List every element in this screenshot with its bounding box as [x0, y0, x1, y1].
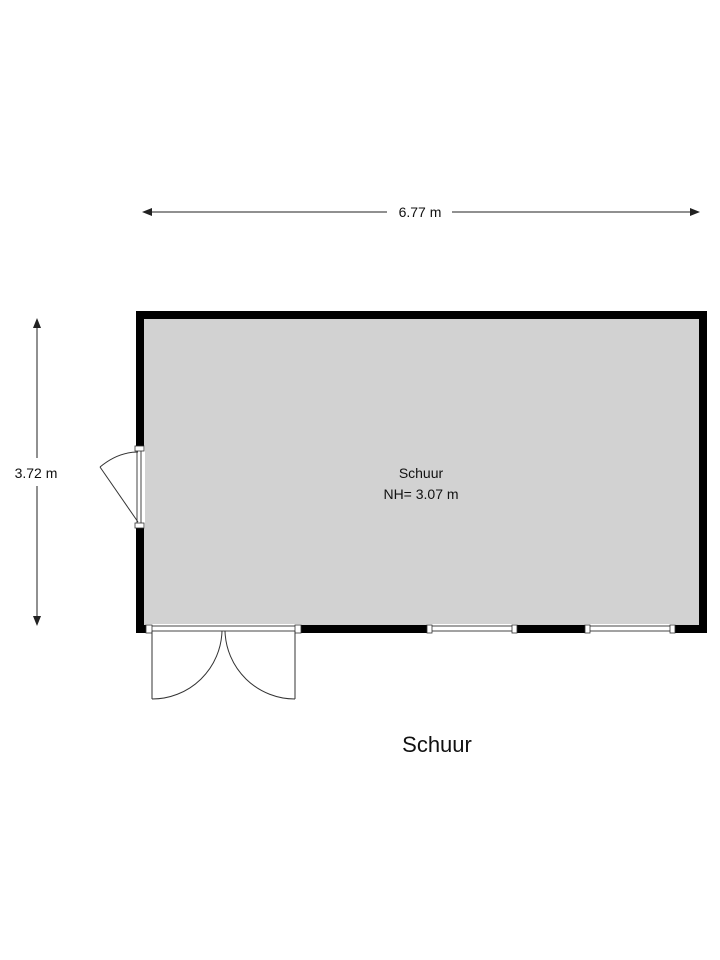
double-door [145, 624, 302, 700]
side-door-leaf [99, 466, 139, 523]
window-1 [426, 624, 518, 634]
side-door [99, 445, 145, 529]
window-2 [584, 624, 676, 634]
window-1-jamb-left [426, 624, 433, 634]
window-1-opening [427, 624, 517, 634]
width-dimension: 6.77 m [142, 204, 700, 220]
double-door-jamb-right [294, 624, 302, 634]
width-dimension-label: 6.77 m [399, 204, 442, 220]
height-arrow-bottom [33, 616, 41, 626]
double-door-opening [146, 624, 301, 634]
side-door-opening [135, 446, 145, 528]
width-arrow-left [142, 208, 152, 216]
window-2-jamb-left [584, 624, 591, 634]
side-door-swing-arc [99, 451, 139, 468]
window-1-jamb-right [511, 624, 518, 634]
window-2-jamb-right [669, 624, 676, 634]
double-door-arc-right [224, 630, 296, 700]
height-arrow-top [33, 318, 41, 328]
width-arrow-right [690, 208, 700, 216]
room-floor [144, 319, 699, 625]
room-height-note: NH= 3.07 m [383, 486, 458, 502]
height-dimension-label: 3.72 m [15, 465, 58, 481]
side-door-jamb-bottom [134, 522, 145, 529]
floor-caption: Schuur [402, 732, 472, 757]
window-2-opening [585, 624, 675, 634]
double-door-arc-left [151, 630, 223, 700]
double-door-jamb-left [145, 624, 153, 634]
height-dimension: 3.72 m [15, 318, 58, 626]
room-name: Schuur [399, 465, 444, 481]
side-door-jamb-top [134, 445, 145, 452]
